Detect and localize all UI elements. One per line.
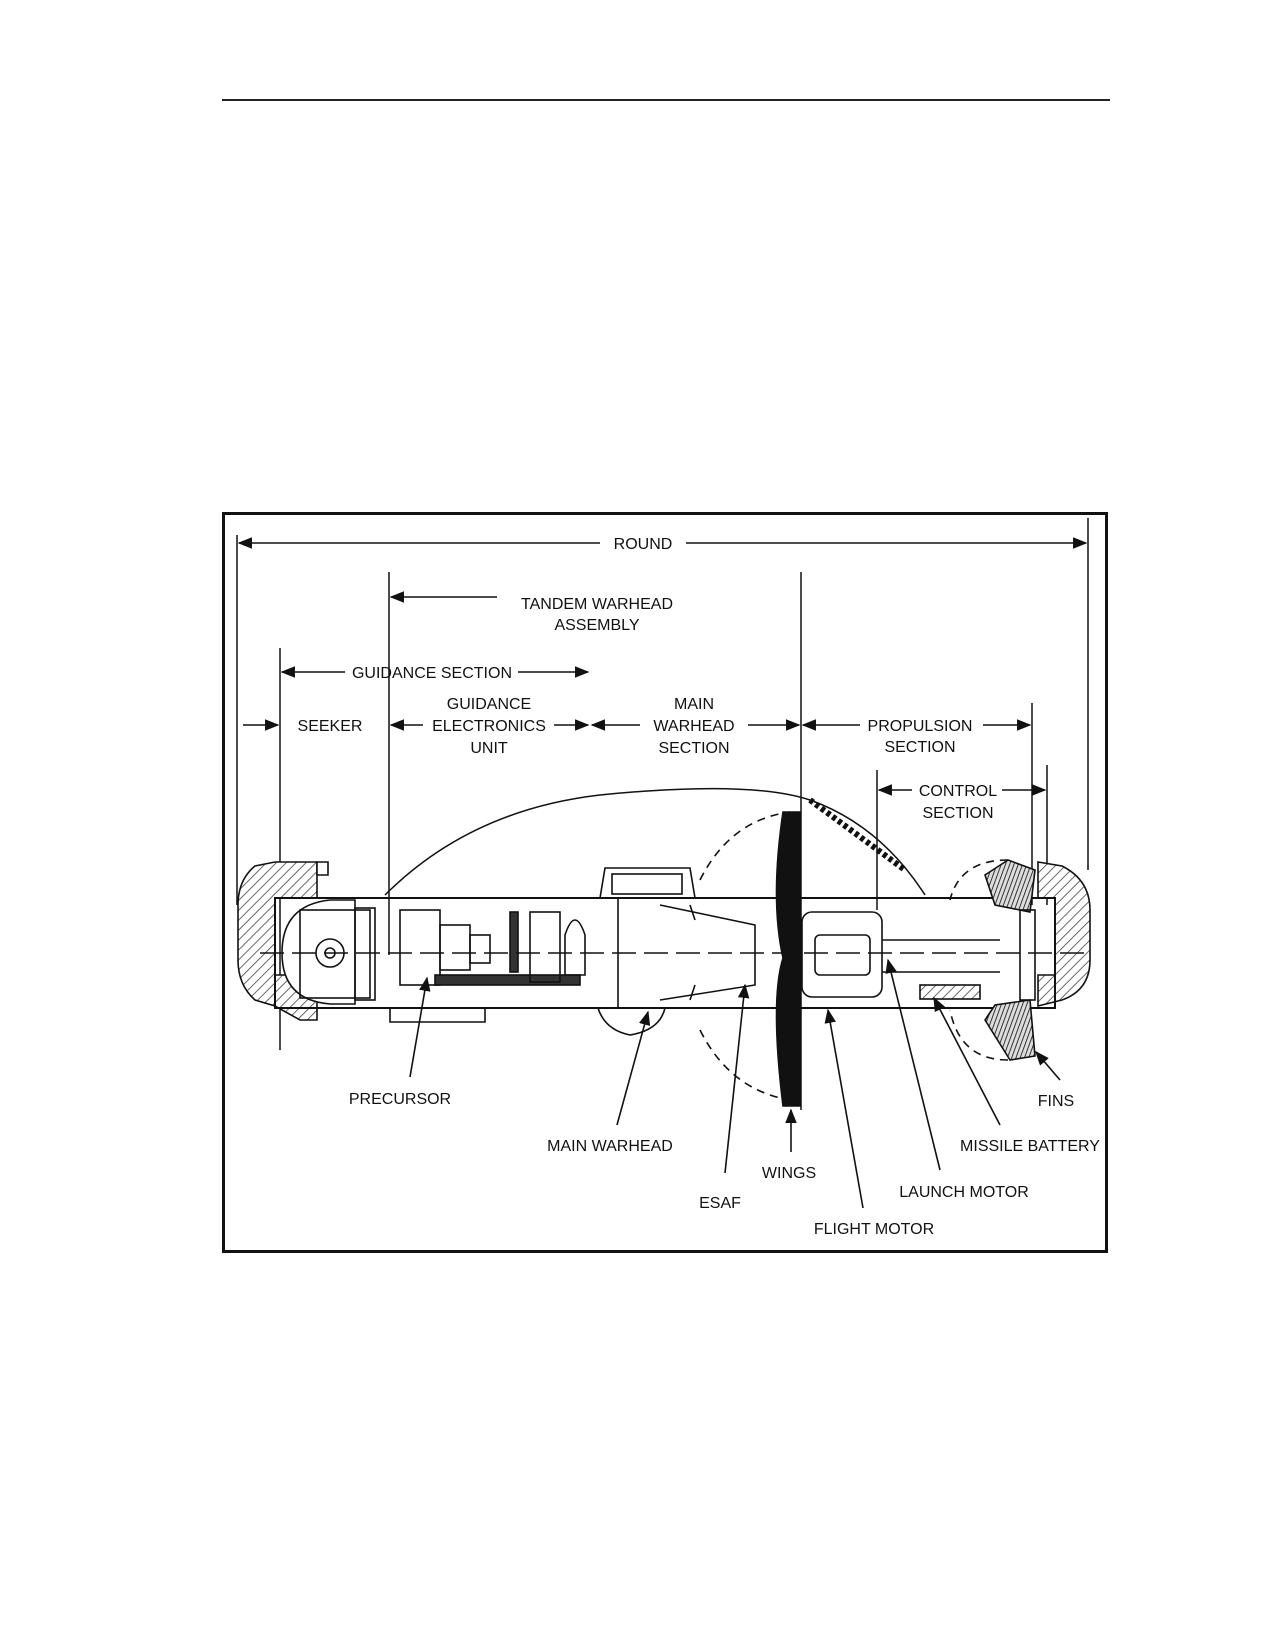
label-control-section-2: SECTION [922, 805, 993, 822]
missile-body [237, 787, 1091, 1107]
label-flight-motor: FLIGHT MOTOR [814, 1221, 934, 1238]
label-fins: FINS [1038, 1093, 1074, 1110]
diagram-labels: ROUND TANDEM WARHEAD ASSEMBLY GUIDANCE S… [298, 536, 1101, 1238]
label-tandem-warhead-1: TANDEM WARHEAD [521, 596, 673, 613]
label-main-warhead: MAIN WARHEAD [547, 1138, 673, 1155]
label-main-warhead-section-1: MAIN [674, 696, 714, 713]
figure-frame [222, 512, 1108, 1253]
label-seeker: SEEKER [298, 718, 363, 735]
label-wings: WINGS [762, 1165, 816, 1182]
label-launch-motor: LAUNCH MOTOR [899, 1184, 1029, 1201]
leader-lines [409, 958, 1061, 1209]
label-control-section-1: CONTROL [919, 783, 997, 800]
label-missile-battery: MISSILE BATTERY [960, 1138, 1100, 1155]
label-guidance-electronics-1: GUIDANCE [447, 696, 531, 713]
label-guidance-electronics-2: ELECTRONICS [432, 718, 546, 735]
header-rule [222, 99, 1110, 101]
label-main-warhead-section-2: WARHEAD [653, 718, 734, 735]
label-esaf: ESAF [699, 1195, 741, 1212]
label-propulsion-section-1: PROPULSION [868, 718, 973, 735]
label-main-warhead-section-3: SECTION [658, 740, 729, 757]
label-guidance-section: GUIDANCE SECTION [352, 665, 512, 682]
label-round: ROUND [614, 536, 673, 553]
label-propulsion-section-2: SECTION [884, 739, 955, 756]
label-guidance-electronics-3: UNIT [470, 740, 508, 757]
label-tandem-warhead-2: ASSEMBLY [554, 617, 639, 634]
label-precursor: PRECURSOR [349, 1091, 451, 1108]
dimension-arrows [237, 537, 1088, 796]
